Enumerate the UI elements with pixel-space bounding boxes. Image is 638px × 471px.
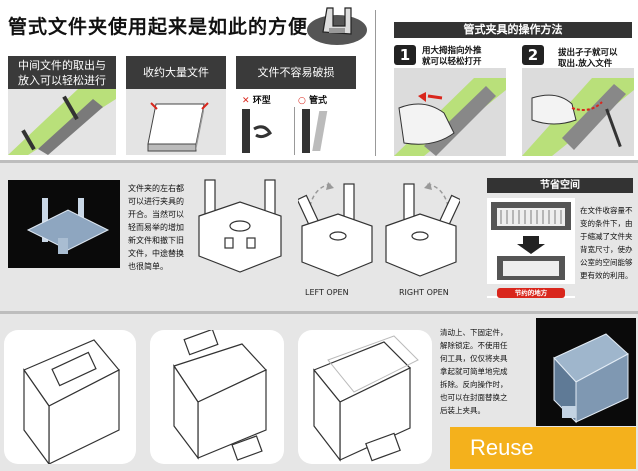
clip-lineart-left-open bbox=[298, 182, 373, 277]
space-desc-line: 于缩减了文件夹 bbox=[580, 232, 633, 241]
remove-desc-line: 解除锁定。不使用任 bbox=[440, 341, 508, 350]
open-desc-line: 轻而易举的增加 bbox=[128, 223, 184, 232]
step-2-line1: 拔出孑子就可以 bbox=[558, 48, 618, 58]
operation-header: 管式夹具的操作方法 bbox=[394, 22, 632, 38]
open-desc-line: 可以进行夹具的 bbox=[128, 197, 184, 206]
page-title: 管式文件夹使用起来是如此的方便 bbox=[8, 16, 309, 38]
separator-2 bbox=[0, 311, 638, 314]
clip-photo-dark bbox=[8, 180, 120, 268]
feature-label-2: 收约大量文件 bbox=[126, 56, 226, 89]
ring-compare: ✕ 环型 bbox=[242, 93, 271, 106]
ring-mark: ✕ bbox=[242, 96, 250, 106]
clip-removal-illustration-2 bbox=[173, 330, 267, 461]
pipe-label: 管式 bbox=[309, 96, 328, 106]
feature-label-3: 文件不容易破损 bbox=[236, 56, 356, 89]
remove-desc-line: 清动上、下固定件， bbox=[440, 328, 508, 337]
remove-description: 清动上、下固定件， 解除锁定。不使用任 何工具，仅仅将夹具 拿起就可简单地完成 … bbox=[440, 326, 532, 417]
feature-label-1: 中间文件的取出与 放入可以轻松进行 bbox=[8, 56, 116, 89]
folder-slide-illustration bbox=[8, 89, 116, 155]
open-desc-line: 也很简单。 bbox=[128, 262, 168, 271]
save-space-illustration bbox=[487, 198, 575, 298]
feature-image-1 bbox=[8, 89, 116, 155]
remove-step-3 bbox=[298, 330, 432, 464]
space-desc-line: 变的条件下，由 bbox=[580, 219, 633, 228]
save-space-header: 节省空间 bbox=[487, 178, 633, 193]
open-desc-line: 文件夹的左右都 bbox=[128, 184, 184, 193]
right-open-label: RIGHT OPEN bbox=[399, 288, 449, 297]
save-space-description: 在文件收容量不 变的条件下，由 于缩减了文件夹 背宽尺寸，使办 公室的空间能够 … bbox=[580, 204, 638, 282]
space-desc-line: 在文件收容量不 bbox=[580, 206, 633, 215]
space-desc-line: 背宽尺寸，使办 bbox=[580, 245, 633, 254]
vertical-divider bbox=[375, 10, 376, 156]
open-description: 文件夹的左右都 可以进行夹具的 开合。当然可以 轻而易举的增加 新文件和撤下旧 … bbox=[128, 182, 190, 273]
clip-photo-bottom bbox=[536, 318, 636, 426]
ring-pipe-illustration bbox=[242, 107, 328, 155]
open-desc-line: 开合。当然可以 bbox=[128, 210, 184, 219]
feature-1-line1: 中间文件的取出与 bbox=[18, 59, 106, 72]
remove-step-2 bbox=[150, 330, 284, 464]
step-2-number: 2 bbox=[522, 45, 544, 65]
clip-removal-illustration-1 bbox=[23, 339, 120, 464]
remove-desc-line: 何工具，仅仅将夹具 bbox=[440, 354, 508, 363]
pipe-compare: ○ 管式 bbox=[298, 93, 327, 106]
pull-out-illustration bbox=[522, 78, 634, 156]
clip-3d-illustration bbox=[26, 198, 110, 254]
clip-3d-illustration-bottom bbox=[553, 333, 629, 424]
space-desc-line: 更有效的利用。 bbox=[580, 271, 633, 280]
ring-label: 环型 bbox=[252, 96, 271, 106]
feature-image-2 bbox=[126, 89, 226, 155]
paper-stack-illustration bbox=[147, 102, 209, 152]
pipe-mark: ○ bbox=[298, 96, 306, 106]
separator-1 bbox=[0, 160, 638, 163]
step-1-line1: 用大拇指向外推 bbox=[422, 46, 482, 56]
remove-step-1 bbox=[4, 330, 136, 464]
space-desc-line: 公室的空间能够 bbox=[580, 258, 633, 267]
feature-2-line1: 收约大量文件 bbox=[143, 66, 209, 79]
step-1-image bbox=[394, 68, 506, 156]
feature-3-line1: 文件不容易破损 bbox=[257, 66, 335, 79]
step-1-text: 用大拇指向外推 就可以轻松打开 bbox=[422, 46, 482, 68]
remove-desc-line: 拿起就可简单地完成 bbox=[440, 367, 508, 376]
left-open-label: LEFT OPEN bbox=[305, 288, 349, 297]
remove-desc-line: 后装上夹具。 bbox=[440, 406, 485, 415]
clip-icon bbox=[307, 7, 367, 45]
save-space-badge: 节约的地方 bbox=[497, 288, 565, 298]
step-1-number: 1 bbox=[394, 45, 416, 65]
feature-image-3: ✕ 环型 ○ 管式 bbox=[236, 89, 356, 155]
feature-1-line2: 放入可以轻松进行 bbox=[18, 74, 106, 87]
open-desc-line: 文件，中途替换 bbox=[128, 249, 184, 258]
clip-lineart-closed bbox=[198, 179, 282, 273]
remove-desc-line: 也可以在封面替换之 bbox=[440, 393, 508, 402]
step-1-line2: 就可以轻松打开 bbox=[422, 57, 482, 67]
clip-lineart-right-open bbox=[385, 182, 460, 277]
clip-removal-illustration-3 bbox=[313, 335, 419, 462]
step-2-image bbox=[522, 68, 634, 156]
step-2-text: 拔出孑子就可以 取出.放入文件 bbox=[558, 48, 618, 70]
thumb-push-illustration bbox=[394, 78, 506, 156]
step-2-line2: 取出.放入文件 bbox=[558, 59, 613, 69]
reuse-banner: Reuse bbox=[450, 427, 636, 469]
open-desc-line: 新文件和撤下旧 bbox=[128, 236, 184, 245]
remove-desc-line: 拆除。反向操作时， bbox=[440, 380, 508, 389]
